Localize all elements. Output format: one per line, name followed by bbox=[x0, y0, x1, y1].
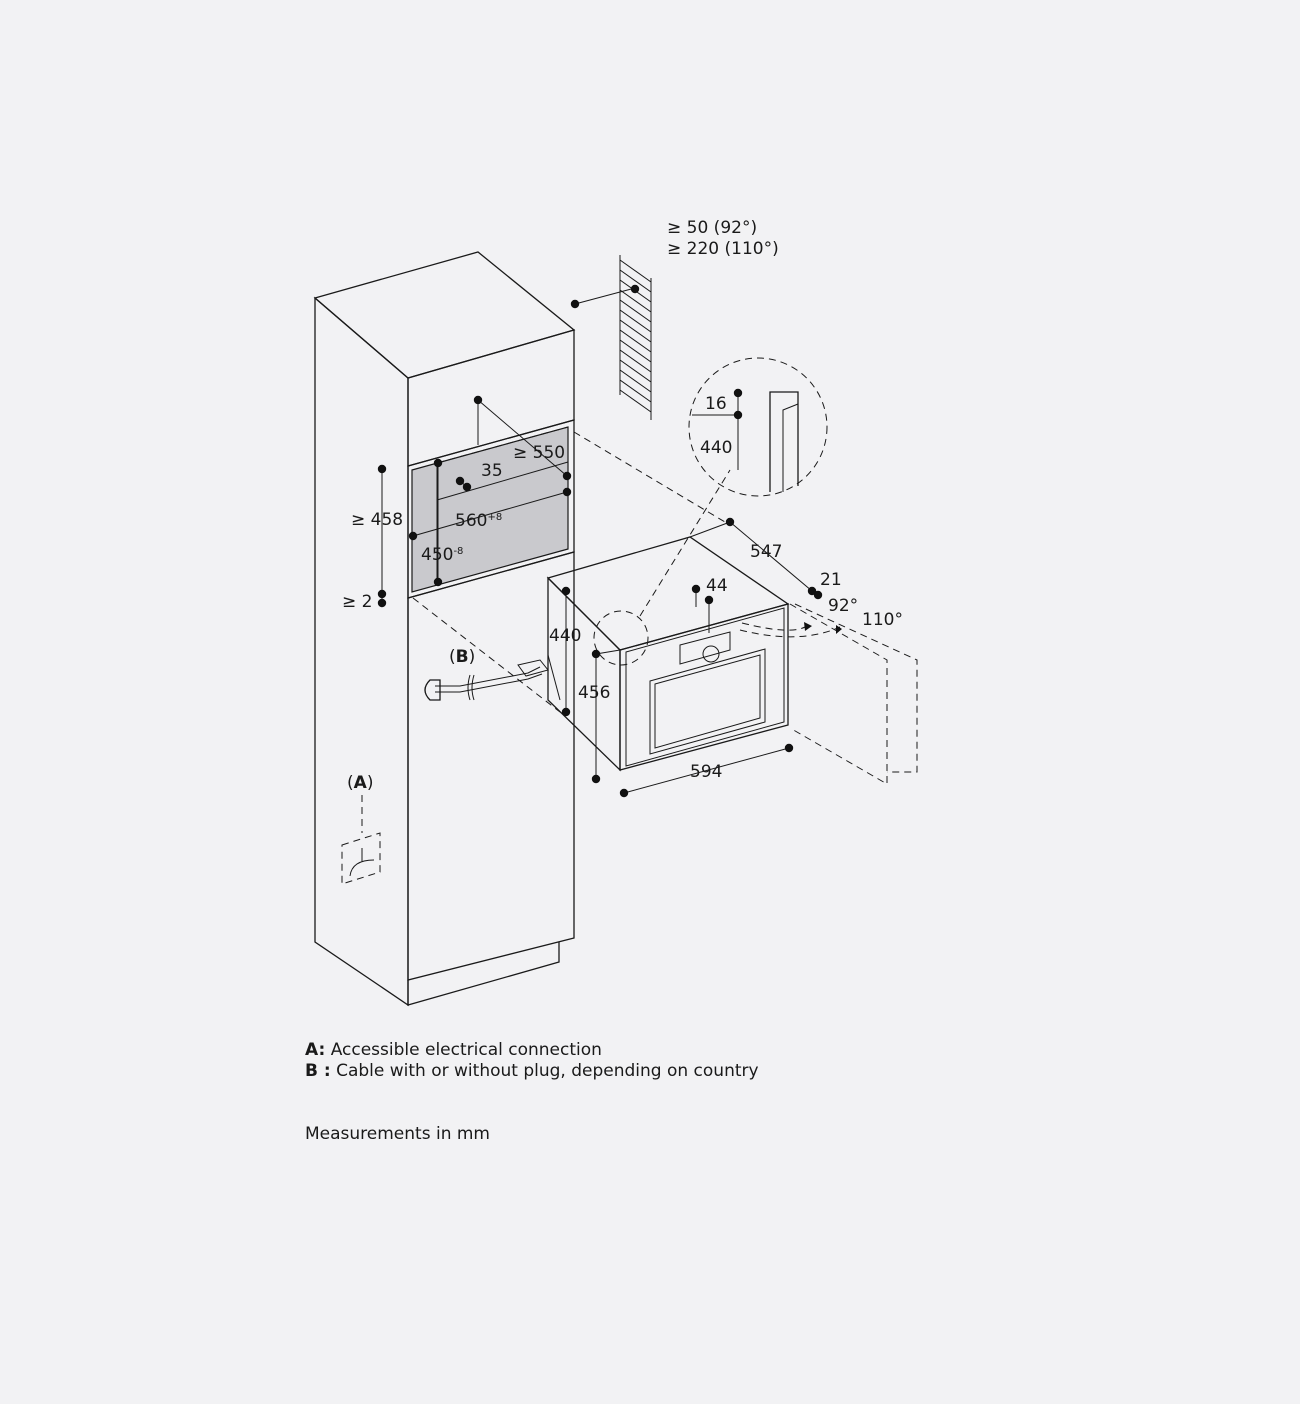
dimension-dot bbox=[630, 284, 640, 294]
oven-depth-label: 547 bbox=[750, 542, 782, 562]
niche-inner-height-value: 450 bbox=[421, 545, 453, 565]
dimension-dot bbox=[704, 595, 714, 605]
hatch-line bbox=[619, 349, 652, 373]
legend-text-b: Cable with or without plug, depending on… bbox=[336, 1061, 759, 1081]
marker-a-label: (A) bbox=[347, 773, 373, 793]
legend-row-b: B : Cable with or without plug, dependin… bbox=[305, 1061, 759, 1082]
hatch-line bbox=[619, 269, 652, 293]
oven-dimension-lines bbox=[565, 469, 819, 794]
hatch-line bbox=[619, 329, 652, 353]
legend: A: Accessible electrical connection B : … bbox=[305, 1040, 759, 1082]
dimension-dot bbox=[561, 586, 571, 596]
dimension-dot bbox=[377, 589, 387, 599]
niche-inner-height-tolerance: -8 bbox=[453, 546, 463, 557]
control-44-label: 44 bbox=[706, 576, 728, 596]
niche-depth-label: ≥ 550 bbox=[513, 443, 565, 463]
top-clearance-92-label: ≥ 50 (92°) bbox=[667, 218, 757, 238]
angle-92-label: 92° bbox=[828, 596, 858, 616]
hatch-line bbox=[619, 289, 652, 313]
dimension-dot bbox=[455, 476, 465, 486]
niche-width-tolerance: +8 bbox=[487, 512, 502, 523]
niche-height-label: ≥ 458 bbox=[351, 510, 403, 530]
dimension-dot bbox=[733, 410, 743, 420]
dimension-dot bbox=[691, 584, 701, 594]
detail-16-label: 16 bbox=[705, 394, 727, 414]
marker-b-label: (B) bbox=[449, 647, 475, 667]
dimension-dot bbox=[813, 590, 823, 600]
dimension-dot bbox=[377, 598, 387, 608]
dimension-dot bbox=[377, 464, 387, 474]
hatch-line bbox=[619, 389, 652, 413]
dimension-dot bbox=[473, 395, 483, 405]
detail-callout bbox=[593, 357, 828, 666]
dimension-labels: ≥ 50 (92°) ≥ 220 (110°) ≥ 550 35 ≥ 458 5… bbox=[342, 218, 903, 793]
tall-cabinet bbox=[313, 251, 576, 1007]
oven-body-height-label: 440 bbox=[549, 626, 581, 646]
marker-b-letter: B bbox=[456, 647, 469, 667]
ventilation-hatch bbox=[574, 255, 652, 420]
legend-key-b: B : bbox=[305, 1061, 331, 1081]
hatch-line bbox=[619, 309, 652, 333]
oven-front-height-label: 456 bbox=[578, 683, 610, 703]
bottom-gap-label: ≥ 2 bbox=[342, 592, 372, 612]
dimension-dot bbox=[733, 388, 743, 398]
niche-width-label: 560+8 bbox=[455, 511, 502, 531]
dimension-dot bbox=[561, 707, 571, 717]
dimension-dot bbox=[408, 531, 418, 541]
dimension-dot bbox=[562, 471, 572, 481]
hatch-line bbox=[619, 379, 652, 403]
dimension-dot bbox=[619, 788, 629, 798]
dimension-dot bbox=[784, 743, 794, 753]
hatch-line bbox=[619, 359, 652, 383]
niche-inner-height-label: 450-8 bbox=[421, 545, 463, 565]
dimension-dot bbox=[433, 458, 443, 468]
dimension-dot bbox=[591, 649, 601, 659]
dimension-dot bbox=[570, 299, 580, 309]
dimension-dot bbox=[807, 586, 817, 596]
hatch-line bbox=[619, 319, 652, 343]
legend-key-a: A: bbox=[305, 1040, 326, 1060]
legend-row-a: A: Accessible electrical connection bbox=[305, 1040, 759, 1061]
dimension-dot bbox=[433, 577, 443, 587]
dimension-dot bbox=[591, 774, 601, 784]
dimension-dots bbox=[377, 284, 823, 798]
angle-110-label: 110° bbox=[862, 610, 903, 630]
marker-a-letter: A bbox=[354, 773, 368, 793]
dimension-dot bbox=[725, 517, 735, 527]
dimension-dot bbox=[462, 482, 472, 492]
legend-text-a: Accessible electrical connection bbox=[330, 1040, 602, 1060]
hatch-line bbox=[619, 369, 652, 393]
door-offset-label: 21 bbox=[820, 570, 842, 590]
cable-plug bbox=[424, 659, 549, 701]
dimension-dot bbox=[562, 487, 572, 497]
hatch-line bbox=[619, 339, 652, 363]
hatch-line bbox=[619, 259, 652, 283]
detail-440-label: 440 bbox=[700, 438, 732, 458]
hatch-line bbox=[619, 299, 652, 323]
niche-dimension-lines bbox=[381, 399, 731, 713]
offset-35-label: 35 bbox=[481, 461, 503, 481]
oven-appliance bbox=[546, 536, 918, 785]
niche-width-value: 560 bbox=[455, 511, 487, 531]
oven-width-label: 594 bbox=[690, 762, 722, 782]
top-clearance-110-label: ≥ 220 (110°) bbox=[667, 239, 779, 259]
measurement-note: Measurements in mm bbox=[305, 1124, 490, 1144]
socket-symbol bbox=[341, 795, 381, 885]
